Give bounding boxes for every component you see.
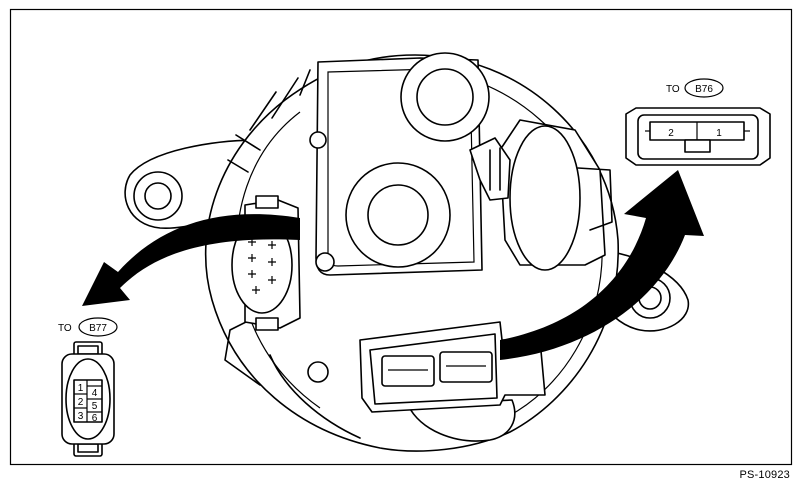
b76-socket-pins bbox=[388, 365, 486, 371]
b77-socket-latch-top bbox=[255, 195, 279, 209]
b76-id-label: B76 bbox=[695, 84, 713, 95]
bearing-cap-inner bbox=[416, 68, 474, 126]
bolt-top bbox=[309, 131, 327, 149]
b77-to-label: TO bbox=[58, 323, 72, 334]
b76-latch bbox=[684, 139, 711, 153]
housing-fins-left bbox=[227, 134, 261, 173]
b77-pin-label: 5 bbox=[92, 401, 98, 412]
border bbox=[9, 8, 793, 466]
left-mount-hole bbox=[144, 182, 172, 210]
b76-to-label: TO bbox=[666, 84, 680, 95]
b76-socket-slot-2 bbox=[439, 351, 493, 383]
housing-fins-top bbox=[249, 69, 311, 131]
terminal-post-lines bbox=[489, 147, 501, 191]
b77-pin-label: 6 bbox=[92, 413, 98, 424]
bolt-bottom bbox=[315, 252, 335, 272]
terminal-bracket-side bbox=[577, 167, 613, 231]
b77-socket-pins bbox=[248, 238, 276, 294]
lower-boss bbox=[407, 399, 516, 442]
b77-pin-label: 2 bbox=[78, 397, 84, 408]
b77-latch-bottom-inner bbox=[77, 443, 99, 453]
bearing-cap bbox=[400, 52, 490, 142]
b76-connector-detail: 2 1 TO B76 bbox=[625, 78, 771, 166]
b77-pin-grid bbox=[73, 379, 103, 423]
b76-id-oval bbox=[684, 78, 724, 98]
b77-pin-label: 3 bbox=[78, 411, 84, 422]
b77-pin-label: 4 bbox=[92, 388, 98, 399]
lower-curve bbox=[269, 354, 361, 439]
b76-pin-label: 1 bbox=[716, 128, 722, 139]
rotor-hub-inner bbox=[367, 184, 429, 246]
arrow-to-b77 bbox=[82, 214, 300, 306]
left-mount-boss bbox=[133, 171, 183, 221]
b77-id-label: B77 bbox=[89, 323, 107, 334]
b76-socket-slot-1 bbox=[381, 355, 435, 387]
bolt-lower bbox=[307, 361, 329, 383]
b77-socket-latch-bottom bbox=[255, 317, 279, 331]
b77-latch-top-inner bbox=[77, 345, 99, 355]
figure-code: PS-10923 bbox=[739, 469, 790, 481]
b77-connector-detail: TO B77 1 2 3 4 5 6 bbox=[58, 317, 118, 457]
b77-id-oval bbox=[78, 317, 118, 337]
b77-pin-label: 1 bbox=[78, 383, 84, 394]
terminal-cover bbox=[509, 125, 581, 271]
b76-socket-frame bbox=[369, 333, 498, 405]
rotor-hub bbox=[345, 162, 451, 268]
alternator-body bbox=[124, 52, 690, 452]
b76-pin-label: 2 bbox=[668, 128, 674, 139]
arrow-to-b76 bbox=[500, 170, 704, 360]
